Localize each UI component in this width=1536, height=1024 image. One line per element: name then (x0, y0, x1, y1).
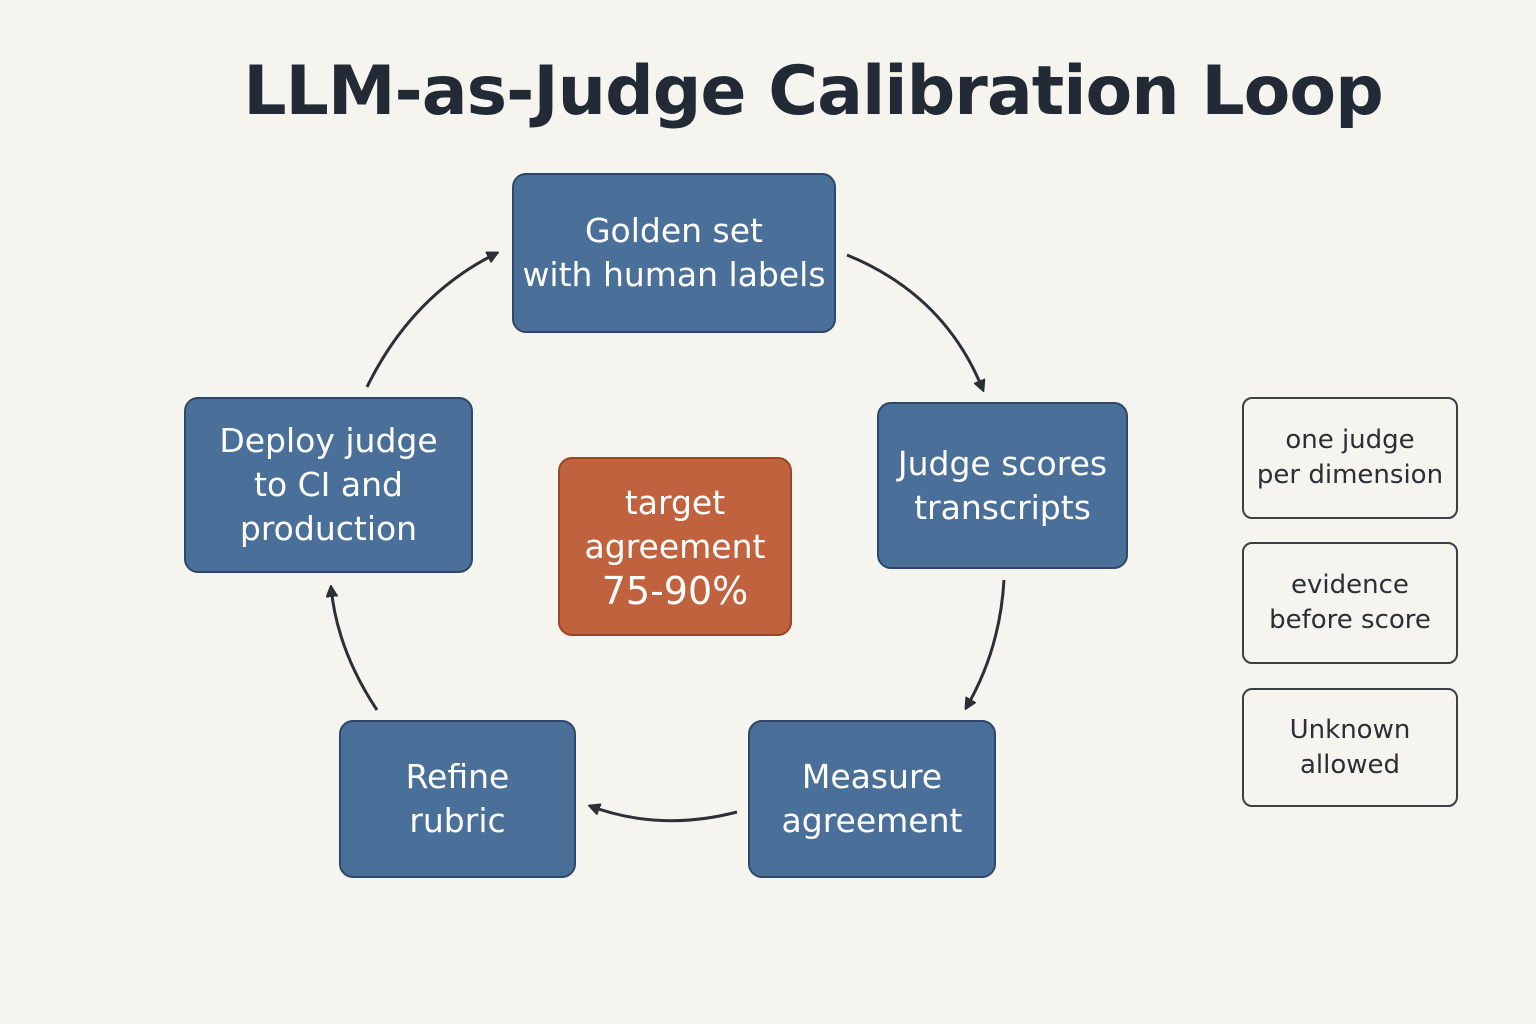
arrow-measure-to-refine (590, 806, 738, 823)
note-one-judge: one judge per dimension (1242, 397, 1458, 519)
step-measure-agreement: Measure agreement (748, 720, 996, 878)
step-golden-set: Golden set with human labels (512, 173, 836, 333)
target-value: 75-90% (601, 568, 749, 613)
target-label: target agreement (584, 482, 766, 566)
step-refine-rubric: Refine rubric (339, 720, 576, 878)
note-evidence-first: evidence before score (1242, 542, 1458, 664)
arrow-deploy-to-golden (365, 253, 497, 388)
note-unknown-allowed: Unknown allowed (1242, 688, 1458, 807)
arrow-judge-to-measure (966, 579, 1006, 708)
diagram-title: LLM-as-Judge Calibration Loop (243, 52, 1384, 131)
step-judge-scores: Judge scores transcripts (877, 402, 1128, 569)
arrow-golden-to-judge (846, 253, 983, 390)
target-agreement-box: target agreement 75-90% (558, 457, 792, 636)
step-deploy-judge: Deploy judge to CI and production (184, 397, 473, 573)
arrow-refine-to-deploy (331, 587, 379, 711)
